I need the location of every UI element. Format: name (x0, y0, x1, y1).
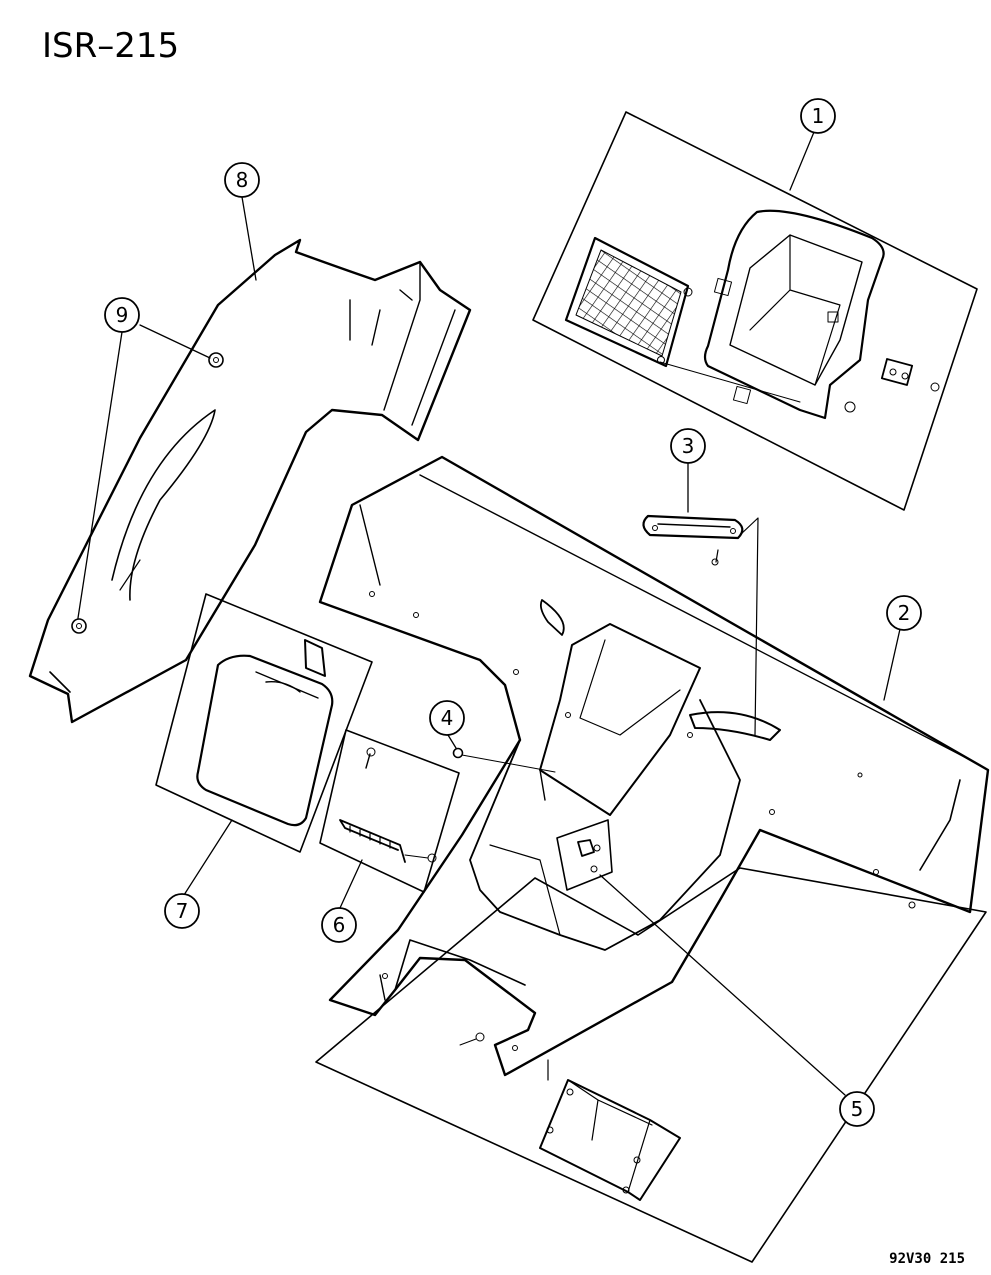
callout-6-label: 6 (333, 913, 346, 937)
callout-6-circle (321, 907, 357, 943)
callout-3-circle (670, 428, 706, 464)
callout-5-circle (839, 1091, 875, 1127)
callout-4-label: 4 (441, 706, 454, 730)
diagram-title: ISR–215 (42, 26, 180, 66)
callout-7-label: 7 (176, 899, 189, 923)
leader-lines (77, 131, 901, 1096)
part-2-rear-console-trim (315, 455, 990, 1263)
part-7-access-door-inset (155, 593, 373, 853)
callout-5-label: 5 (851, 1097, 864, 1121)
part-6-bracket-inset (319, 729, 460, 893)
callout-2-label: 2 (898, 601, 911, 625)
callout-8-label: 8 (236, 168, 249, 192)
callout-9-circle (104, 297, 140, 333)
callout-1-label: 1 (812, 104, 825, 128)
part-8-quarter-trim-panel (28, 238, 472, 724)
part-1-storage-bin-inset (532, 111, 978, 511)
callout-2-circle (886, 595, 922, 631)
callout-8-circle (224, 162, 260, 198)
callout-9-label: 9 (116, 303, 129, 327)
callout-7-circle (164, 893, 200, 929)
callout-1-circle (800, 98, 836, 134)
callout-4-circle (429, 700, 465, 736)
diagram-code: 92V30 215 (889, 1251, 965, 1267)
part-5-clip-inset (556, 819, 613, 891)
callouts (104, 98, 922, 1127)
callout-3-label: 3 (682, 434, 695, 458)
part-3-grab-handle (642, 514, 759, 736)
part-4-screw (452, 747, 556, 773)
